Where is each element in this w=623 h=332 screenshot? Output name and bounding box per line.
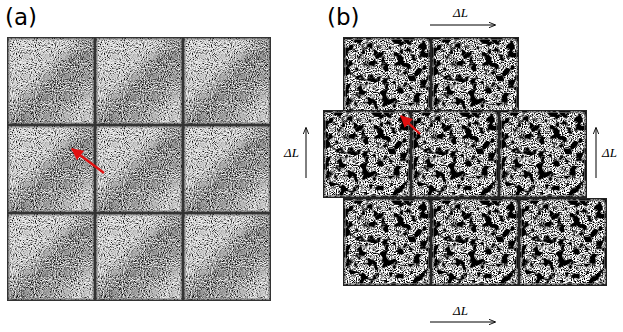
panel-label: (a) [5,6,37,29]
dimension-label: ΔL [283,146,300,159]
dimension-label: ΔL [452,6,469,19]
dimension-label: ΔL [452,304,469,317]
red-arrow [72,149,104,173]
panel-label: (b) [327,6,360,29]
shift-arrow [430,25,495,26]
panel-b-tiles [323,37,607,286]
shift-arrow [306,128,307,178]
shift-arrow [430,322,495,323]
panel-a-tiles [7,37,271,301]
dimension-label: ΔL [601,146,618,159]
red-arrow [401,116,420,134]
shift-arrow [596,128,597,178]
